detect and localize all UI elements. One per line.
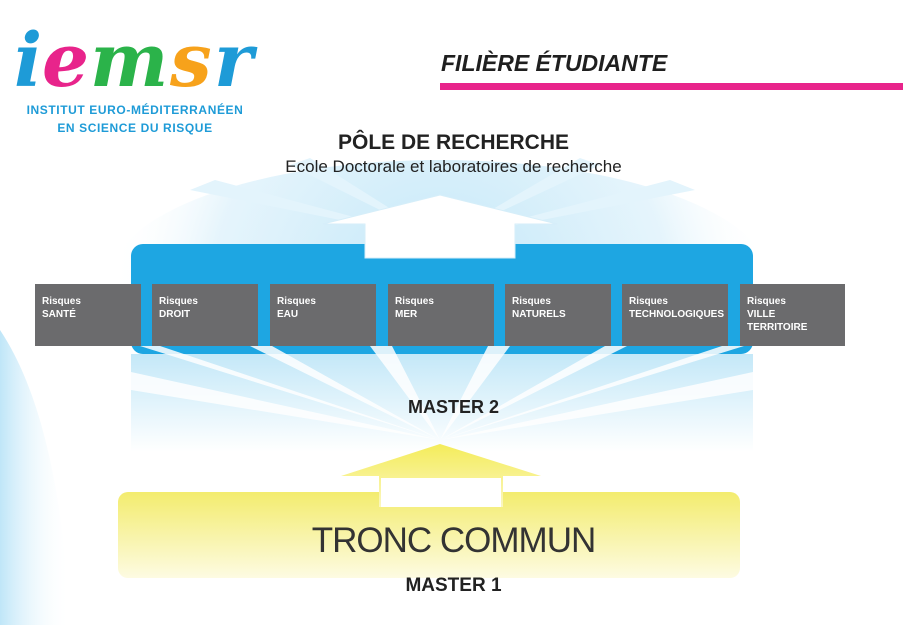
domain-label: Risques bbox=[42, 296, 81, 307]
tronc-arrow-body bbox=[381, 478, 501, 507]
domain-label: Risques bbox=[395, 296, 434, 307]
domain-name: TECHNOLOGIQUES bbox=[629, 309, 725, 320]
domain-label: Risques bbox=[629, 296, 668, 307]
domain-box-ville-territoire: Risques VILLE TERRITOIRE bbox=[740, 284, 845, 346]
domain-name: DROIT bbox=[159, 309, 191, 320]
domain-name: MER bbox=[395, 309, 418, 320]
domain-name: SANTÉ bbox=[42, 309, 76, 320]
pole-subtitle: Ecole Doctorale et laboratoires de reche… bbox=[285, 157, 622, 176]
pole-title: PÔLE DE RECHERCHE bbox=[337, 131, 570, 154]
domain-label: Risques bbox=[747, 296, 786, 307]
domain-label: Risques bbox=[159, 296, 198, 307]
yellow-band bbox=[118, 492, 740, 578]
left-decorative-arc bbox=[0, 330, 70, 625]
logo-subtitle-line2: EN SCIENCE DU RISQUE bbox=[57, 121, 213, 135]
title-accent-bar bbox=[440, 83, 903, 90]
domain-name: NATURELS bbox=[512, 309, 566, 320]
logo-subtitle-line1: INSTITUT EURO-MÉDITERRANÉEN bbox=[26, 103, 244, 117]
tronc-commun-label: TRONC COMMUN bbox=[311, 521, 597, 560]
domain-box-eau: Risques EAU bbox=[270, 284, 376, 346]
logo-letter-s: s bbox=[169, 18, 212, 104]
logo-letter-i: i bbox=[14, 18, 42, 104]
domain-box-droit: Risques DROIT bbox=[152, 284, 258, 346]
domain-name: VILLE bbox=[747, 309, 776, 320]
logo-letter-m: m bbox=[90, 18, 168, 104]
domain-box-mer: Risques MER bbox=[388, 284, 494, 346]
domain-box-sante: Risques SANTÉ bbox=[35, 284, 141, 346]
converging-rays bbox=[131, 346, 753, 440]
logo-letter-e: e bbox=[42, 18, 89, 104]
domain-name: EAU bbox=[277, 309, 299, 320]
master1-label: MASTER 1 bbox=[405, 575, 502, 596]
page-title: FILIÈRE ÉTUDIANTE bbox=[441, 50, 668, 76]
domain-name-line2: TERRITOIRE bbox=[747, 322, 808, 333]
domain-box-technologiques: Risques TECHNOLOGIQUES bbox=[622, 284, 728, 346]
iemsr-logo: i e m s r bbox=[14, 18, 258, 104]
master2-label: MASTER 2 bbox=[407, 397, 499, 417]
logo-letter-r: r bbox=[214, 18, 258, 104]
domain-label: Risques bbox=[277, 296, 316, 307]
domain-box-naturels: Risques NATURELS bbox=[505, 284, 611, 346]
domain-label: Risques bbox=[512, 296, 551, 307]
research-arrow bbox=[322, 194, 558, 259]
